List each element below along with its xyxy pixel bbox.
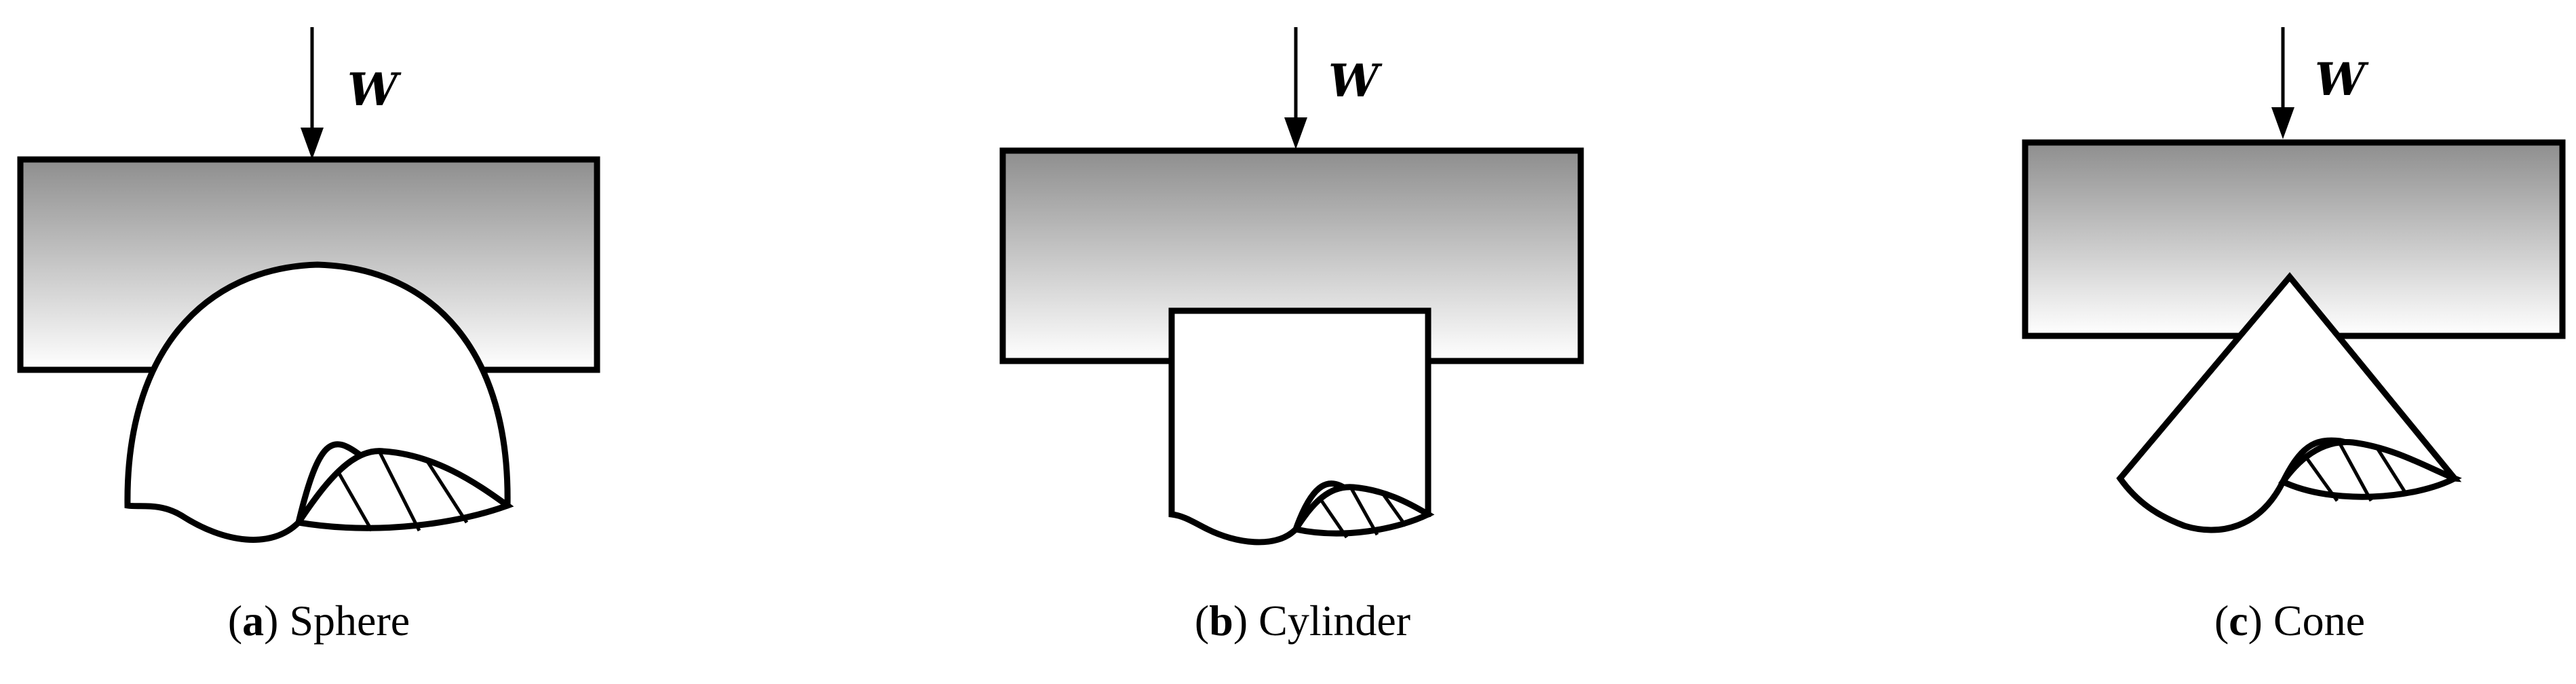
caption-name: Cone [2273,596,2366,645]
load-label: W [2315,53,2369,106]
panel-sphere: W [17,27,600,543]
hatch-region [293,448,514,531]
caption-name: Cylinder [1258,596,1411,645]
load-label: W [347,63,402,116]
panel-cone: W [2022,27,2566,533]
load-arrow [1284,27,1307,149]
panel-cylinder: W [999,27,1584,546]
load-label: W [1328,54,1383,107]
caption-letter: a [242,596,265,645]
caption-sphere: (a) Sphere [227,596,410,645]
caption-cylinder: (b) Cylinder [1194,596,1411,645]
caption-letter: c [2229,596,2248,645]
caption-letter: b [1209,596,1233,645]
caption-name: Sphere [289,596,410,645]
hatch-lines [2305,441,2409,502]
hatch-lines [337,451,469,532]
hatch-lines [1320,487,1408,539]
load-arrow [301,27,324,159]
caption-cone: (c) Cone [2214,596,2366,645]
load-arrow [2271,27,2294,139]
